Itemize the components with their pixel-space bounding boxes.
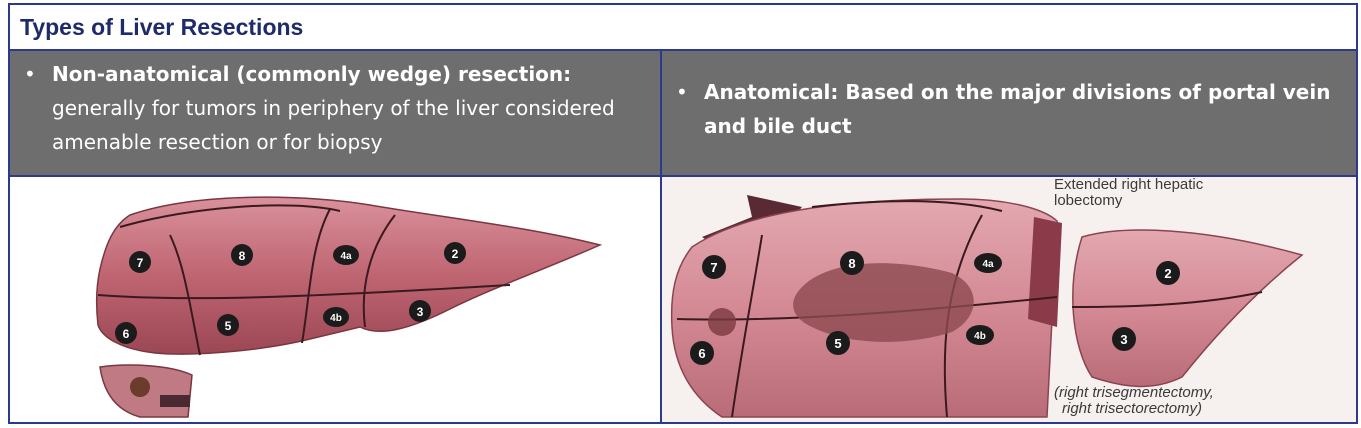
caption-top-line1: Extended right hepatic xyxy=(1054,177,1204,193)
segment-label: 8 xyxy=(239,249,246,263)
segment-label: 7 xyxy=(137,256,144,270)
left-figure-cell: 7 8 4a 2 6 5 4b 3 xyxy=(10,177,662,422)
segment-label: 5 xyxy=(834,336,841,351)
left-bullet: • Non-anatomical (commonly wedge) resect… xyxy=(24,57,652,159)
right-bullet: • Anatomical: Based on the major divisio… xyxy=(676,75,1344,143)
segment-label: 2 xyxy=(1164,266,1171,281)
image-row: 7 8 4a 2 6 5 4b 3 xyxy=(10,175,1356,422)
segment-label: 3 xyxy=(417,305,424,319)
segment-label: 3 xyxy=(1120,332,1127,347)
segment-label: 7 xyxy=(710,260,717,275)
segment-label: 4a xyxy=(982,259,994,270)
segment-label: 4a xyxy=(340,251,352,262)
liver-shape xyxy=(95,196,603,355)
segment-label: 4b xyxy=(974,331,986,342)
right-heading: Anatomical: Based on the major divisions… xyxy=(704,80,1331,138)
segment-label: 4b xyxy=(330,313,342,324)
left-body: generally for tumors in periphery of the… xyxy=(52,96,615,154)
segment-label: 2 xyxy=(452,247,459,261)
title-row: Types of Liver Resections xyxy=(10,5,1356,51)
segment-label: 8 xyxy=(848,256,855,271)
caption-bottom-line1: (right trisegmentectomy, xyxy=(1054,384,1214,401)
right-header-cell: • Anatomical: Based on the major divisio… xyxy=(662,51,1356,175)
caption-top-line2: lobectomy xyxy=(1054,192,1123,209)
wedge-resection-liver-figure: 7 8 4a 2 6 5 4b 3 xyxy=(95,196,603,418)
segment-markers: 7 8 4a 2 6 5 4b 3 xyxy=(115,242,466,344)
segment-label: 6 xyxy=(698,346,705,361)
extended-right-hepatic-lobectomy-figure: Extended right hepatic lobectomy (right … xyxy=(670,176,1304,418)
right-figure-cell: Extended right hepatic lobectomy (right … xyxy=(662,176,1356,422)
left-heading: Non-anatomical (commonly wedge) resectio… xyxy=(52,62,572,86)
segment-label: 6 xyxy=(123,327,130,341)
left-header-cell: • Non-anatomical (commonly wedge) resect… xyxy=(10,51,662,175)
slide-title: Types of Liver Resections xyxy=(20,14,304,40)
bullet-dot: • xyxy=(24,62,36,86)
slide-frame: Types of Liver Resections • Non-anatomic… xyxy=(8,3,1358,424)
caption-bottom-line2: right trisectorectomy) xyxy=(1062,400,1202,417)
tumor xyxy=(793,263,974,342)
segment-markers: 7 8 4a 2 6 5 4b 3 xyxy=(690,251,1180,365)
remnant-lobe xyxy=(1072,229,1304,388)
bullet-dot: • xyxy=(676,80,688,104)
segment-label: 5 xyxy=(225,319,232,333)
